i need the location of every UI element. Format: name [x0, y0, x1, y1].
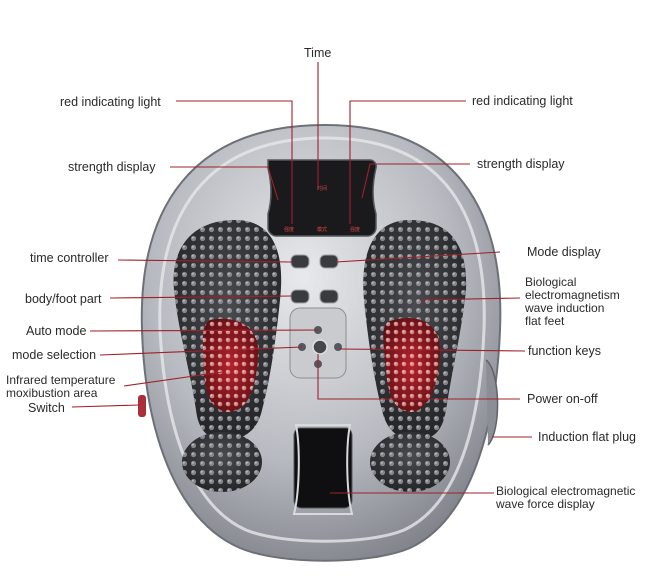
- leader-bio-em-induction: [419, 297, 521, 301]
- mode-selection-right-key[interactable]: [334, 343, 342, 351]
- panel-time-text: 时间: [317, 185, 327, 192]
- panel-center-text: 模式: [317, 226, 327, 233]
- leader-red-light-right: [349, 100, 466, 224]
- inner-rim: [158, 136, 486, 543]
- force-display-window: [293, 427, 353, 509]
- time-down-button[interactable]: [319, 254, 339, 269]
- leader-lines: [71, 62, 532, 494]
- label-time: Time: [304, 46, 332, 60]
- leader-strength-right: [361, 163, 470, 199]
- display-panel: 时间 强度 模式 强度: [267, 159, 377, 237]
- label-time-controller: time controller: [30, 251, 109, 265]
- mode-display-button[interactable]: [319, 289, 339, 304]
- label-function-keys: function keys: [528, 344, 601, 358]
- leader-red-light-left: [176, 100, 293, 224]
- label-bio-em-induction: Biological electromagnetism wave inducti…: [525, 275, 620, 328]
- label-body-foot-part: body/foot part: [25, 292, 102, 306]
- leader-power: [317, 354, 520, 400]
- panel-right-text: 强度: [350, 226, 360, 233]
- time-up-button[interactable]: [290, 254, 310, 269]
- leader-mode-display: [335, 251, 501, 263]
- leader-switch: [71, 404, 141, 408]
- label-strength-left: strength display: [68, 160, 156, 174]
- label-infrared: Infrared temperature moxibustion area: [6, 373, 116, 400]
- leader-function-keys: [339, 348, 526, 352]
- panel-left-text: 强度: [284, 226, 294, 233]
- leader-auto-mode: [89, 329, 319, 332]
- leader-time-controller: [117, 259, 293, 263]
- leader-infrared: [123, 371, 223, 387]
- label-strength-right: strength display: [477, 157, 565, 171]
- body-foot-button[interactable]: [290, 289, 310, 304]
- leader-strength-left: [170, 166, 279, 201]
- label-switch: Switch: [28, 401, 65, 415]
- switch-bump: [138, 395, 146, 417]
- label-power: Power on-off: [527, 392, 598, 406]
- label-bio-em-force: Biological electromagnetic wave force di…: [496, 484, 636, 511]
- control-column: [289, 254, 354, 515]
- leader-mode-selection: [99, 346, 303, 356]
- label-auto-mode: Auto mode: [26, 324, 87, 338]
- leader-body-foot: [109, 295, 293, 299]
- label-red-light-left: red indicating light: [60, 95, 161, 109]
- label-mode-selection: mode selection: [12, 348, 97, 362]
- label-induction-plug: Induction flat plug: [538, 430, 636, 444]
- side-plug-bump: [485, 359, 499, 446]
- right-foot-pad: [363, 220, 467, 492]
- power-key[interactable]: [312, 339, 328, 355]
- label-red-light-right: red indicating light: [472, 94, 573, 108]
- label-mode-display: Mode display: [527, 245, 601, 259]
